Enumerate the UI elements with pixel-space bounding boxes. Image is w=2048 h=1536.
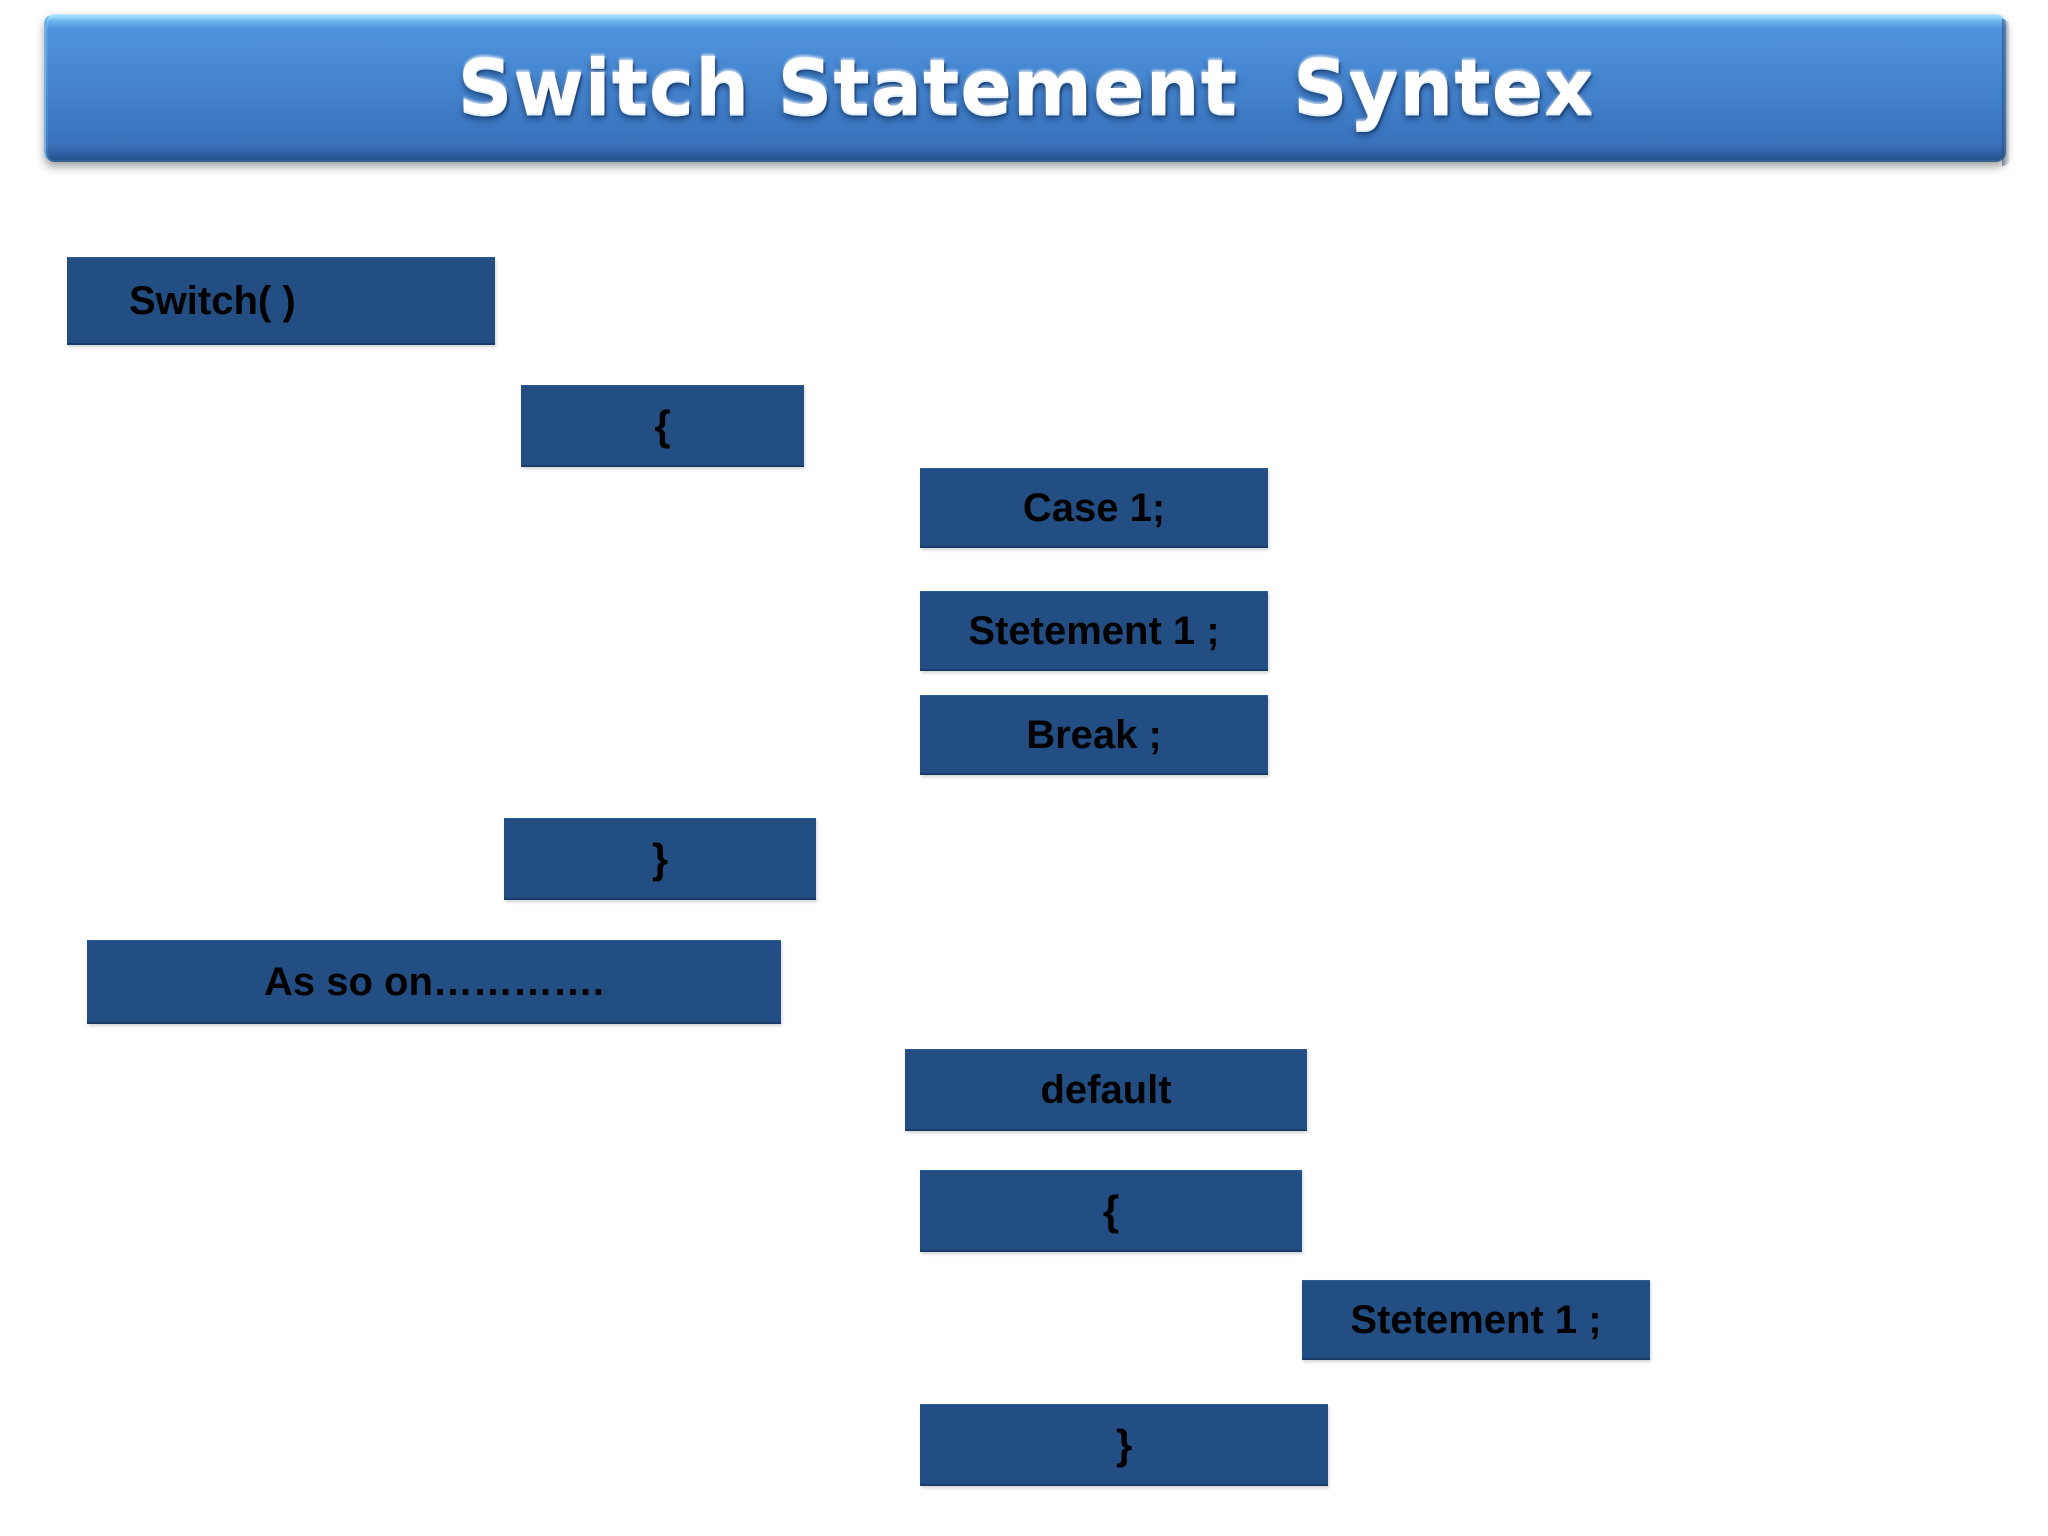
flow-box-case-1: Case 1;: [920, 468, 1268, 548]
flow-box-label: Stetement 1 ;: [1350, 1297, 1602, 1342]
flow-box-open-brace-outer: {: [521, 385, 804, 467]
page-title: Switch Statement Syntex: [457, 42, 1595, 132]
flow-box-as-so-on: As so on………….: [87, 940, 781, 1024]
flow-box-statement-default: Stetement 1 ;: [1302, 1280, 1650, 1360]
flow-box-label: Stetement 1 ;: [968, 608, 1220, 653]
flow-box-break-1: Break ;: [920, 695, 1268, 775]
flow-box-default-header: default: [905, 1049, 1307, 1131]
flow-box-label: {: [654, 401, 671, 449]
flow-box-switch-header: Switch( ): [67, 257, 495, 345]
flow-box-statement-1: Stetement 1 ;: [920, 591, 1268, 671]
flow-box-label: Switch( ): [129, 278, 296, 323]
flow-box-open-brace-default: {: [920, 1170, 1302, 1252]
flow-box-label: default: [1040, 1067, 1172, 1112]
slide-title-banner: Switch Statement Syntex: [44, 14, 2010, 166]
flow-box-label: {: [1102, 1186, 1120, 1234]
flow-box-close-brace-outer: }: [504, 818, 816, 900]
flow-box-label: }: [651, 834, 669, 882]
flow-box-label: }: [1115, 1420, 1133, 1468]
flow-box-label: Case 1;: [1022, 485, 1166, 530]
flow-box-label: Break ;: [1026, 712, 1162, 757]
flow-box-close-brace-default: }: [920, 1404, 1328, 1486]
flow-box-label: As so on………….: [263, 959, 605, 1004]
